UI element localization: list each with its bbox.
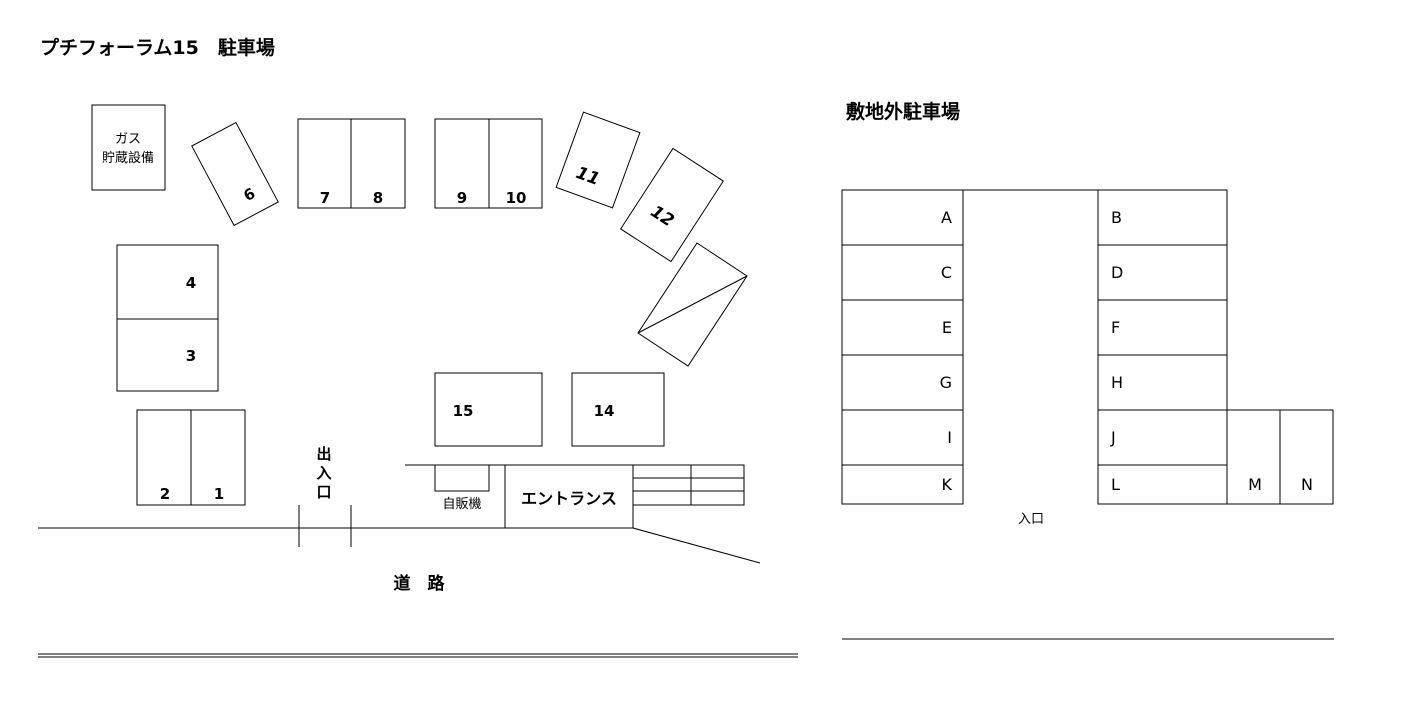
offsite-space-N: N bbox=[1301, 475, 1313, 494]
space-2-label: 2 bbox=[160, 485, 170, 503]
entrance-label: エントランス bbox=[521, 489, 617, 508]
space-12: 12 bbox=[620, 147, 724, 263]
space-3-label: 3 bbox=[186, 347, 196, 365]
space-14-box bbox=[571, 372, 665, 447]
offsite-entrance-label: 入口 bbox=[1018, 512, 1044, 527]
space-8-label: 8 bbox=[373, 189, 383, 207]
offsite-title: 敷地外駐車場 bbox=[846, 100, 960, 123]
offsite-space-C: C bbox=[941, 263, 952, 282]
offsite-space-G: G bbox=[940, 373, 952, 392]
space-15-box bbox=[434, 372, 543, 447]
entrance-box bbox=[504, 464, 634, 529]
vending-machine-box bbox=[434, 464, 490, 492]
offsite-space-I: I bbox=[947, 428, 952, 447]
offsite-space-A: A bbox=[941, 208, 952, 227]
gas-storage-box bbox=[91, 104, 166, 191]
exit-entry-label-3: 口 bbox=[316, 483, 331, 501]
main-title: プチフォーラム15 駐車場 bbox=[40, 36, 275, 59]
offsite-space-H: H bbox=[1111, 373, 1123, 392]
offsite-space-L: L bbox=[1111, 475, 1120, 494]
space-10-label: 10 bbox=[506, 189, 527, 207]
space-6: 6 bbox=[191, 121, 279, 227]
offsite-space-M: M bbox=[1248, 475, 1262, 494]
space-1-label: 1 bbox=[214, 485, 224, 503]
space-14-label: 14 bbox=[594, 402, 615, 420]
space-4-label: 4 bbox=[186, 274, 196, 292]
road-label: 道 路 bbox=[394, 573, 446, 594]
space-11: 11 bbox=[555, 111, 641, 209]
offsite-space-J: J bbox=[1110, 428, 1116, 447]
offsite-space-F: F bbox=[1111, 318, 1120, 337]
gas-storage-label-2: 貯蔵設備 bbox=[102, 150, 154, 166]
offsite-space-E: E bbox=[942, 318, 952, 337]
offsite-space-D: D bbox=[1111, 263, 1123, 282]
offsite-left-column bbox=[841, 189, 964, 505]
space-9-label: 9 bbox=[457, 189, 467, 207]
space-3-4-box bbox=[116, 244, 219, 392]
entrance-side-grid bbox=[632, 464, 745, 506]
exit-entry-label-1: 出 bbox=[316, 445, 331, 463]
space-15-label: 15 bbox=[453, 402, 474, 420]
exit-entry-label-2: 入 bbox=[316, 464, 331, 482]
offsite-right-column bbox=[1097, 189, 1228, 505]
space-7-label: 7 bbox=[320, 189, 330, 207]
vending-machine-label: 自販機 bbox=[442, 497, 481, 512]
offsite-space-K: K bbox=[942, 475, 953, 494]
gas-storage-label-1: ガス bbox=[115, 132, 141, 147]
offsite-space-B: B bbox=[1111, 208, 1122, 227]
